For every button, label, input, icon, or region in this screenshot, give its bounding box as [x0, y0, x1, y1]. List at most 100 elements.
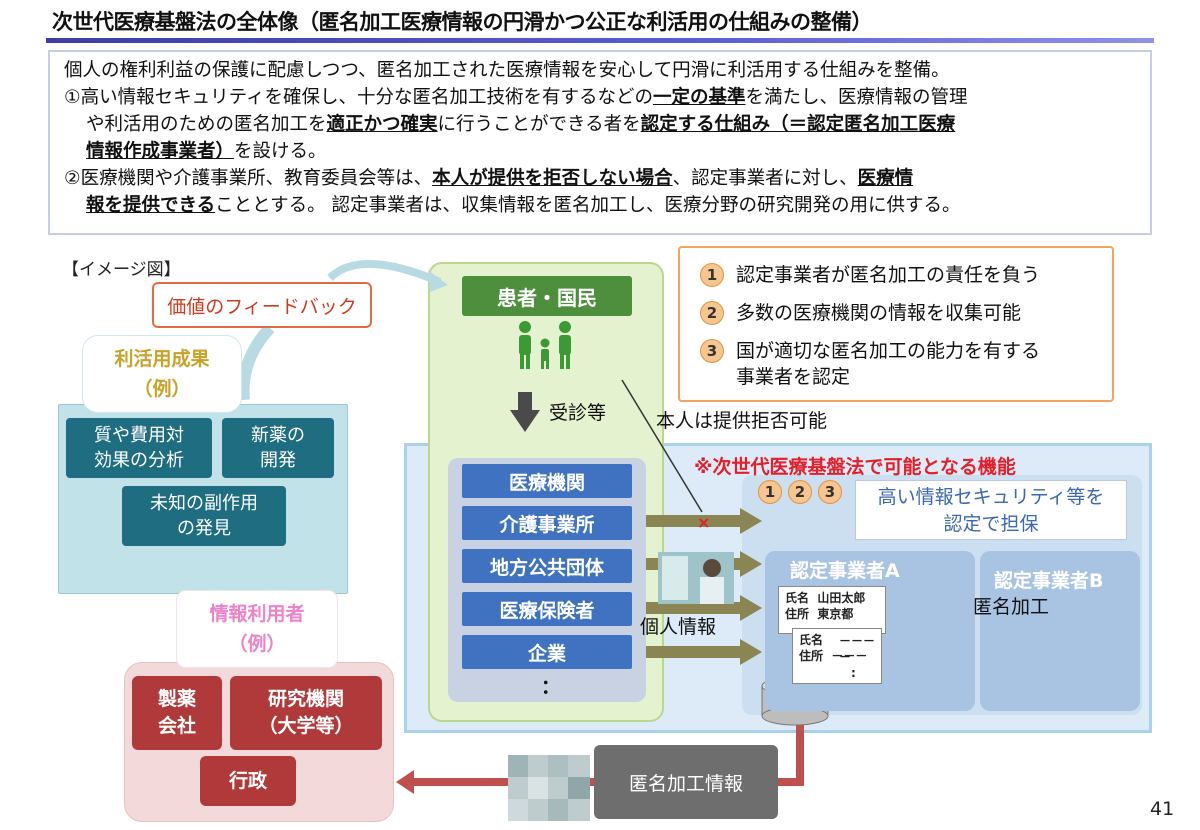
image-label: 【イメージ図】 [62, 260, 181, 280]
intro-point-1-line-3: 情報作成事業者）を設ける。 [64, 138, 1136, 165]
legend-item-3: 3 国が適切な匿名加工の能力を有する事業者を認定 [700, 338, 1112, 390]
num-badge: 2 [788, 480, 812, 504]
function-numbers: 1 2 3 [758, 480, 842, 504]
cert-operator-b-label: 認定事業者B [994, 570, 1104, 592]
card-label: 住所 [799, 649, 824, 663]
feedback-arrowhead [428, 270, 448, 292]
refusal-label: 本人は提供拒否可能 [656, 410, 828, 432]
anonymized-info-box: 匿名加工情報 [594, 745, 778, 819]
inst-company: 企業 [462, 635, 632, 669]
intro-text: こととする。 認定事業者は、収集情報を匿名加工し、医療分野の研究開発の用に供する… [215, 195, 961, 216]
intro-emphasis: 本人が提供を拒否しない場合 [432, 168, 673, 189]
security-text: 高い情報セキュリティ等を [877, 486, 1105, 508]
num-badge: 1 [758, 480, 782, 504]
refusal-line [621, 379, 703, 513]
results-title-sub: （例） [133, 378, 191, 400]
security-text: 認定で担保 [943, 513, 1039, 535]
result-text: 質や費用対 [94, 425, 184, 446]
inst-more: ： [541, 676, 561, 698]
num-badge: 3 [700, 339, 724, 363]
user-government: 行政 [200, 756, 296, 806]
inst-local-gov: 地方公共団体 [462, 549, 632, 583]
intro-point-2-line-2: 報を提供できることとする。 認定事業者は、収集情報を匿名加工し、医療分野の研究開… [64, 192, 1136, 219]
personal-record-card: 氏名 山田太郎 住所 東京都 [778, 586, 886, 634]
users-title-main: 情報利用者 [209, 603, 305, 625]
intro-emphasis: 情報作成事業者） [86, 141, 235, 162]
inst-insurer: 医療保険者 [462, 592, 632, 626]
result-text: 新薬の [251, 425, 305, 446]
intro-emphasis: 認定する仕組み（＝認定匿名加工医療 [640, 114, 956, 135]
users-title: 情報利用者 （例） [176, 590, 338, 668]
intro-text: ②医療機関や介護事業所、教育委員会等は、 [64, 168, 433, 189]
value-feedback-label: 価値のフィードバック [152, 282, 372, 328]
users-title-sub: （例） [228, 633, 286, 655]
intro-text: 、認定事業者に対し、 [672, 168, 858, 189]
family-icon [519, 321, 571, 369]
intro-text: を満たし、医療情報の管理 [745, 87, 968, 108]
intro-point-1-line-1: ①高い情報セキュリティを確保し、十分な匿名加工技術を有するなどの一定の基準を満た… [64, 84, 1136, 111]
anonymize-label: 匿名加工 [973, 596, 1050, 618]
legend-text: 認定事業者が匿名加工の責任を負う [736, 264, 1041, 286]
patients-label: 患者・国民 [462, 276, 632, 316]
intro-text: を設ける。 [234, 141, 327, 162]
results-title-main: 利活用成果 [114, 348, 210, 370]
security-box: 高い情報セキュリティ等を 認定で担保 [855, 480, 1127, 540]
legend-item-1: 1 認定事業者が匿名加工の責任を負う [700, 262, 1112, 288]
consult-arrow-shaft [518, 392, 532, 412]
legend-item-2: 2 多数の医療機関の情報を収集可能 [700, 300, 1112, 326]
card-value: 東京都 [817, 607, 854, 621]
result-text: 効果の分析 [94, 450, 184, 471]
result-side-effects: 未知の副作用の発見 [122, 486, 286, 546]
num-badge: 1 [700, 263, 724, 287]
num-badge: 2 [700, 301, 724, 325]
user-text: （大学等） [258, 715, 354, 737]
intro-emphasis: 医療情 [857, 168, 914, 189]
result-text: の発見 [177, 518, 231, 539]
user-text: 会社 [157, 715, 196, 737]
legend-text: 国が適切な匿名加工の能力を有する [736, 340, 1041, 362]
legend-text: 事業者を認定 [736, 366, 851, 388]
title-underline [46, 38, 1154, 43]
intro-point-1-line-2: や利活用のための匿名加工を適正かつ確実に行うことができる者を認定する仕組み（＝認… [64, 111, 1136, 138]
user-text: 製薬 [157, 688, 196, 710]
user-text: 研究機関 [267, 688, 344, 710]
consult-label: 受診等 [549, 402, 607, 424]
intro-line-1: 個人の権利利益の保護に配慮しつつ、匿名加工された医療情報を安心して円滑に利活用す… [64, 60, 950, 81]
card-label: 氏名 [799, 633, 824, 647]
user-research: 研究機関 （大学等） [230, 676, 382, 750]
cert-operator-b [980, 551, 1140, 711]
inst-medical: 医療機関 [462, 464, 632, 498]
intro-box: 個人の権利利益の保護に配慮しつつ、匿名加工された医療情報を安心して円滑に利活用す… [48, 50, 1152, 235]
mosaic-photo-b [508, 755, 590, 821]
refusal-x-mark: × [697, 513, 710, 532]
feedback-curve-arrow [327, 260, 442, 286]
page-number: 41 [1150, 798, 1175, 820]
cert-operator-a-label: 認定事業者A [790, 560, 900, 582]
feedback-to-results-curve [237, 323, 275, 401]
intro-text: ①高い情報セキュリティを確保し、十分な匿名加工技術を有するなどの [64, 87, 653, 108]
legend-text: 多数の医療機関の情報を収集可能 [736, 302, 1022, 324]
result-text: 未知の副作用 [150, 493, 258, 514]
medical-photo [658, 552, 734, 604]
intro-point-2-line-1: ②医療機関や介護事業所、教育委員会等は、本人が提供を拒否しない場合、認定事業者に… [64, 165, 1136, 192]
intro-emphasis: 一定の基準 [652, 87, 746, 108]
card-value: －－－－ [839, 634, 876, 664]
intro-text: に行うことができる者を [437, 114, 641, 135]
legend-box: 1 認定事業者が匿名加工の責任を負う 2 多数の医療機関の情報を収集可能 3 国… [678, 246, 1114, 402]
card-label: 氏名 [785, 591, 810, 605]
db-to-anon-info-line [778, 714, 804, 786]
anon-info-to-users-arrowhead [396, 770, 414, 794]
card-value: 山田太郎 [817, 591, 866, 605]
page-title: 次世代医療基盤法の全体像（匿名加工医療情報の円滑かつ公正な利活用の仕組みの整備） [52, 10, 873, 34]
result-text: 開発 [260, 450, 296, 471]
result-new-drug: 新薬の開発 [222, 418, 334, 478]
anonymized-record-card: 氏名 住所 －－－ －－－－ : [792, 628, 882, 684]
result-cost-analysis: 質や費用対効果の分析 [66, 418, 212, 478]
intro-emphasis: 報を提供できる [86, 195, 216, 216]
intro-text: や利活用のための匿名加工を [86, 114, 327, 135]
consult-arrowhead [510, 410, 540, 432]
results-title: 利活用成果 （例） [82, 335, 242, 413]
card-label: 住所 [785, 607, 810, 621]
num-badge: 3 [818, 480, 842, 504]
user-pharma: 製薬会社 [132, 676, 222, 750]
